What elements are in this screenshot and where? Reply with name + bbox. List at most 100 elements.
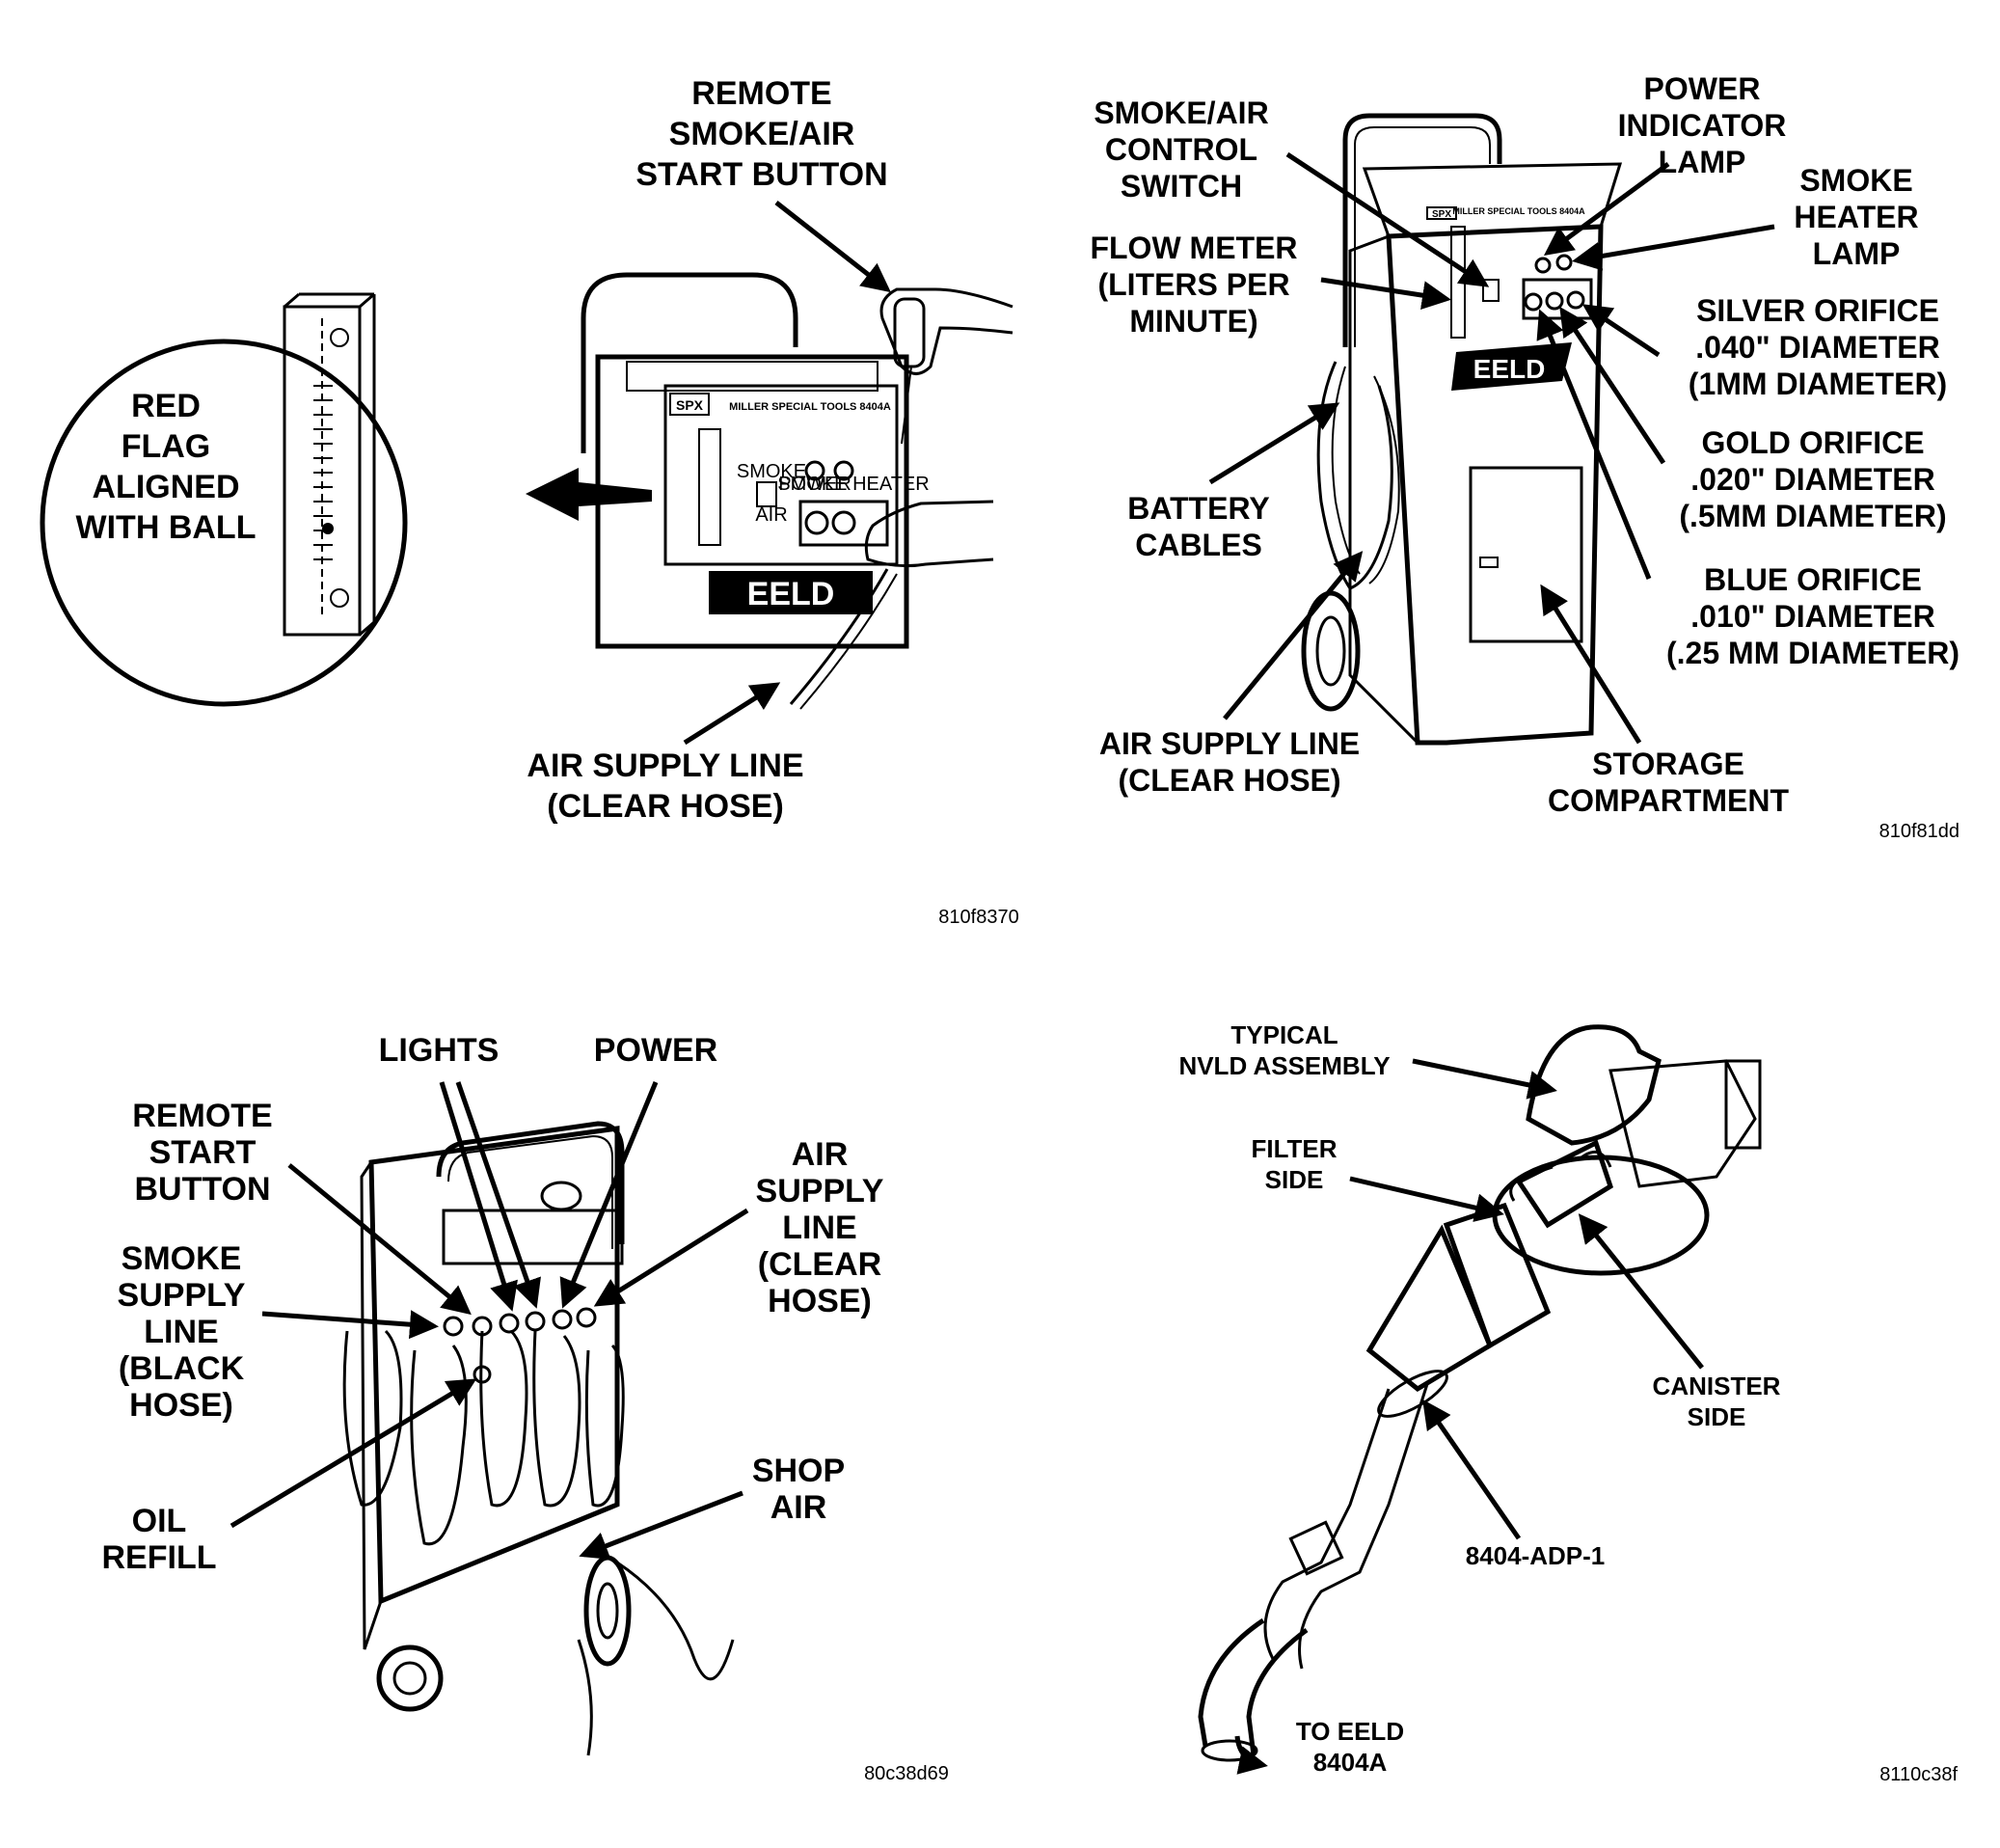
- svg-text:AIR SUPPLY LINE: AIR SUPPLY LINE: [1099, 726, 1360, 761]
- flow-meter-tube-illustration: [283, 292, 376, 637]
- pointer-smoke-heater: [1572, 224, 1775, 271]
- label-blue-orifice: BLUE ORIFICE .010" DIAMETER (.25 MM DIAM…: [1666, 562, 1959, 670]
- pointer-storage: [1540, 584, 1642, 745]
- svg-text:BATTERY: BATTERY: [1127, 491, 1270, 526]
- svg-text:SMOKE/AIR: SMOKE/AIR: [1094, 95, 1268, 130]
- svg-text:COMPARTMENT: COMPARTMENT: [1548, 783, 1790, 818]
- svg-text:(BLACK: (BLACK: [119, 1350, 245, 1387]
- label-canister-side: CANISTER SIDE: [1653, 1372, 1781, 1431]
- svg-text:MINUTE): MINUTE): [1129, 304, 1257, 339]
- figure-code-2: 810f81dd: [1879, 821, 1959, 842]
- magnifier-circle: [40, 339, 408, 707]
- label-red-flag: RED FLAG ALIGNED WITH BALL: [76, 388, 257, 546]
- pointer-canister-side: [1578, 1213, 1704, 1370]
- label-remote-start: REMOTE START BUTTON: [132, 1098, 272, 1208]
- svg-text:POWER: POWER: [1644, 71, 1761, 106]
- pointer-flow-meter: [1320, 277, 1451, 311]
- pointer-remote-start: [287, 1163, 472, 1316]
- svg-text:(CLEAR HOSE): (CLEAR HOSE): [547, 788, 784, 825]
- svg-text:BLUE ORIFICE: BLUE ORIFICE: [1704, 562, 1922, 597]
- svg-text:SILVER ORIFICE: SILVER ORIFICE: [1696, 293, 1939, 328]
- label-oil-refill: OIL REFILL: [102, 1503, 217, 1576]
- logo-2: EELD: [1473, 354, 1546, 384]
- svg-text:START: START: [149, 1134, 257, 1171]
- pointer-nvld: [1412, 1058, 1557, 1100]
- switch-label: SMOKE: [737, 461, 806, 482]
- svg-text:NVLD ASSEMBLY: NVLD ASSEMBLY: [1178, 1051, 1390, 1080]
- label-shop-air: SHOP AIR: [752, 1453, 845, 1526]
- label-filter-side: FILTER SIDE: [1251, 1134, 1337, 1194]
- svg-text:SUPPLY: SUPPLY: [756, 1173, 884, 1209]
- eeld-machine-front: SPX MILLER SPECIAL TOOLS 8404A SMOKE AIR…: [581, 272, 1014, 710]
- svg-text:.040" DIAMETER: .040" DIAMETER: [1695, 330, 1939, 365]
- zoom-arrow: [526, 468, 652, 521]
- svg-text:FILTER: FILTER: [1251, 1134, 1337, 1163]
- svg-text:FLAG: FLAG: [122, 428, 211, 465]
- pointer-air-supply-2: [1223, 551, 1364, 720]
- svg-text:CANISTER: CANISTER: [1653, 1372, 1781, 1400]
- svg-text:AIR SUPPLY LINE: AIR SUPPLY LINE: [527, 747, 803, 784]
- logo: EELD: [747, 576, 835, 612]
- label-adapter: 8404-ADP-1: [1466, 1541, 1606, 1570]
- svg-text:RED: RED: [131, 388, 201, 424]
- svg-text:(.25 MM DIAMETER): (.25 MM DIAMETER): [1666, 636, 1959, 670]
- svg-text:AIR: AIR: [792, 1136, 849, 1173]
- figure-code-1: 810f8370: [938, 907, 1018, 928]
- switch-label-air: AIR: [755, 504, 787, 526]
- svg-text:STORAGE: STORAGE: [1592, 747, 1744, 781]
- svg-text:REMOTE: REMOTE: [132, 1098, 272, 1134]
- pointer-air-supply-1: [683, 682, 781, 746]
- svg-text:CONTROL: CONTROL: [1105, 132, 1257, 167]
- svg-text:REFILL: REFILL: [102, 1539, 217, 1576]
- svg-text:SIDE: SIDE: [1688, 1402, 1746, 1431]
- label-air-supply-1: AIR SUPPLY LINE (CLEAR HOSE): [527, 747, 803, 825]
- svg-text:SMOKE: SMOKE: [1799, 163, 1912, 198]
- svg-text:WITH BALL: WITH BALL: [76, 509, 257, 546]
- svg-text:LAMP: LAMP: [1659, 145, 1746, 179]
- svg-text:AIR: AIR: [770, 1489, 827, 1526]
- pointer-adapter: [1422, 1399, 1522, 1540]
- figure-code-3: 80c38d69: [864, 1763, 949, 1784]
- svg-text:START BUTTON: START BUTTON: [635, 156, 887, 193]
- pointer-shop-air: [579, 1490, 743, 1560]
- svg-text:LINE: LINE: [144, 1314, 218, 1350]
- pointer-lights-2: [455, 1081, 541, 1309]
- label-storage: STORAGE COMPARTMENT: [1548, 747, 1790, 818]
- svg-text:SMOKE: SMOKE: [122, 1240, 242, 1277]
- curved-arrow-to-eeld: [1234, 1735, 1268, 1775]
- pointer-lights-1: [439, 1081, 518, 1312]
- svg-text:SHOP: SHOP: [752, 1453, 845, 1489]
- pointer-blue-orifice: [1536, 309, 1652, 580]
- svg-text:.010" DIAMETER: .010" DIAMETER: [1690, 599, 1934, 634]
- panel-eeld-front-view: SPX MILLER SPECIAL TOOLS 8404A SMOKE AIR…: [40, 75, 1019, 928]
- label-lights: LIGHTS: [379, 1032, 500, 1069]
- svg-text:(LITERS PER: (LITERS PER: [1097, 267, 1289, 302]
- svg-text:CABLES: CABLES: [1135, 528, 1262, 562]
- label-nvld: TYPICAL NVLD ASSEMBLY: [1178, 1020, 1390, 1080]
- pointer-gold-orifice: [1559, 306, 1666, 465]
- svg-text:.020" DIAMETER: .020" DIAMETER: [1690, 462, 1934, 497]
- pointer-filter-side: [1349, 1176, 1504, 1222]
- svg-text:FLOW METER: FLOW METER: [1090, 231, 1297, 265]
- label-air-supply-2: AIR SUPPLY LINE (CLEAR HOSE): [1099, 726, 1360, 798]
- svg-text:OIL: OIL: [132, 1503, 187, 1539]
- svg-text:LINE: LINE: [782, 1209, 856, 1246]
- svg-text:SIDE: SIDE: [1265, 1165, 1324, 1194]
- label-smoke-supply: SMOKE SUPPLY LINE (BLACK HOSE): [118, 1240, 246, 1424]
- label-power: POWER: [594, 1032, 717, 1069]
- heater-small-label: SMOKE HEATER: [777, 474, 929, 495]
- svg-text:SWITCH: SWITCH: [1121, 169, 1242, 204]
- svg-text:REMOTE: REMOTE: [691, 75, 831, 112]
- label-remote-button: REMOTE SMOKE/AIR START BUTTON: [635, 75, 887, 193]
- eeld-machine-cart: SPX MILLER SPECIAL TOOLS 8404A EELD: [1301, 113, 1623, 746]
- brand-label-2: SPX: [1432, 209, 1451, 220]
- svg-text:(CLEAR: (CLEAR: [758, 1246, 881, 1283]
- label-battery-cables: BATTERY CABLES: [1127, 491, 1270, 562]
- label-smoke-heater: SMOKE HEATER LAMP: [1794, 163, 1918, 271]
- svg-text:TYPICAL: TYPICAL: [1230, 1020, 1338, 1049]
- label-air-supply-3: AIR SUPPLY LINE (CLEAR HOSE): [756, 1136, 884, 1319]
- svg-text:SMOKE/AIR: SMOKE/AIR: [669, 116, 855, 152]
- maker-label: MILLER SPECIAL TOOLS 8404A: [729, 401, 891, 413]
- svg-text:HOSE): HOSE): [129, 1387, 233, 1424]
